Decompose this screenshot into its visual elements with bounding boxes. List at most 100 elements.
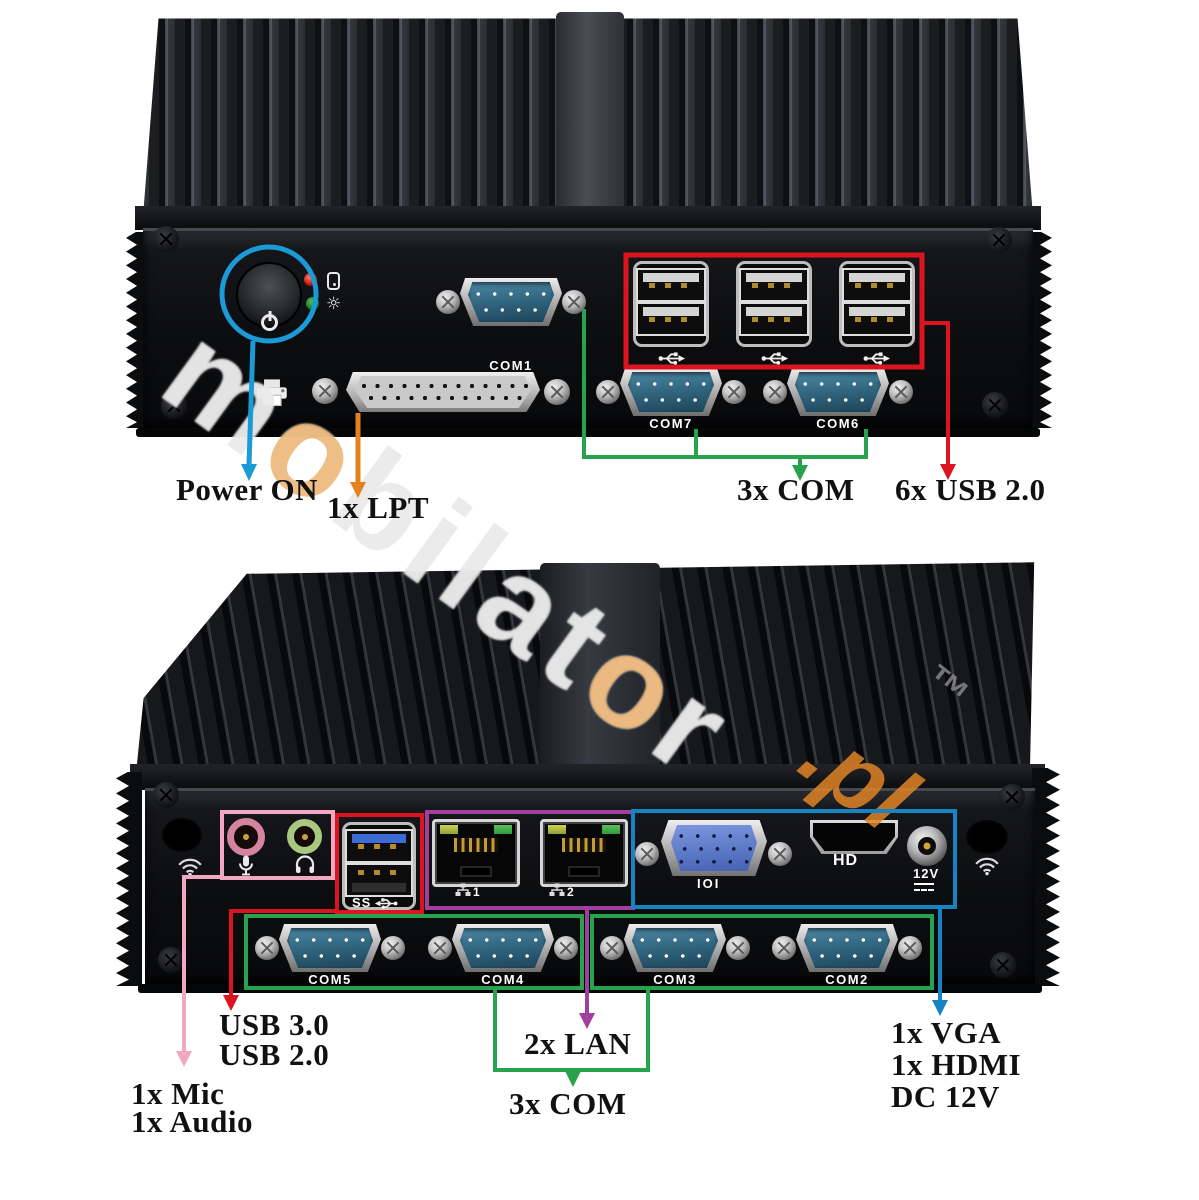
- db9-face: [460, 928, 546, 968]
- screw: [436, 290, 460, 314]
- superspeed-usb-icon: [374, 898, 398, 909]
- audio-arrowhead: [176, 1051, 192, 1067]
- usb-port: [739, 302, 809, 336]
- audio-label: 1x Audio: [131, 1104, 254, 1139]
- bottom-right-fin-edge: [1032, 768, 1060, 986]
- usb-icon: [658, 352, 686, 365]
- bottom-heatsink-center-block: [540, 563, 660, 790]
- headphone-jack: [287, 819, 322, 854]
- usb2-label: USB 2.0: [219, 1037, 330, 1072]
- lpt-label: 1x LPT: [327, 490, 430, 525]
- screw: [544, 379, 570, 405]
- com6-label: COM6: [816, 416, 860, 431]
- screw: [889, 380, 913, 404]
- screw: [726, 936, 750, 960]
- db9-flange: [460, 278, 562, 326]
- com-bottom-arrowhead: [565, 1071, 581, 1087]
- db9-face: [468, 282, 554, 322]
- screw: [381, 936, 405, 960]
- usb-port: [636, 302, 706, 336]
- db9-flange: [279, 924, 381, 972]
- usb2-port: [345, 863, 413, 897]
- screw: [635, 842, 659, 866]
- bottom-heatsink-base: [130, 764, 1045, 790]
- screw: [562, 290, 586, 314]
- db9-face: [628, 372, 714, 412]
- com7-label: COM7: [649, 416, 693, 431]
- power-on-label: Power ON: [176, 472, 319, 507]
- lpt-port: [346, 372, 540, 412]
- com-top-label: 3x COM: [737, 472, 855, 507]
- usb-icon: [761, 352, 789, 365]
- db9-flange: [624, 924, 726, 972]
- vga-port: [661, 820, 767, 876]
- screw: [153, 226, 179, 252]
- screw: [763, 380, 787, 404]
- screw: [161, 393, 187, 419]
- screw: [898, 936, 922, 960]
- video-power-arrowhead: [932, 1000, 948, 1016]
- screw: [596, 380, 620, 404]
- lan-icon: [455, 883, 471, 896]
- vga-face: [671, 825, 757, 871]
- wifi-icon: [178, 858, 202, 877]
- screw: [768, 842, 792, 866]
- vga-label: 1x VGA: [891, 1015, 1002, 1050]
- microphone-icon: [239, 855, 253, 876]
- lpt-face: [355, 376, 531, 408]
- screw: [312, 378, 338, 404]
- hdmi-label: HD: [833, 852, 859, 869]
- power-led: [306, 297, 319, 310]
- com7-port: COM7: [596, 368, 746, 446]
- dc-symbol: [914, 883, 934, 891]
- headphone-icon: [295, 855, 315, 873]
- wifi-icon: [975, 857, 999, 876]
- antenna-hole: [966, 820, 1008, 854]
- dc-label: DC 12V: [891, 1079, 1000, 1114]
- hdd-icon: [327, 272, 340, 290]
- top-heatsink-center-block: [556, 12, 624, 228]
- usb3-port: [345, 829, 413, 863]
- mic-label: 1x Mic: [131, 1076, 225, 1111]
- screw: [158, 947, 184, 973]
- db9-face: [804, 928, 890, 968]
- screw: [722, 380, 746, 404]
- dc-voltage-label: 12V: [913, 866, 940, 881]
- superspeed-label: SS: [352, 895, 372, 910]
- dc-power-jack: [907, 826, 947, 866]
- usb3-label: USB 3.0: [219, 1007, 330, 1042]
- printer-icon: [257, 379, 287, 407]
- db9-flange: [620, 368, 722, 416]
- usb2-stack-3: [839, 261, 915, 347]
- screw: [990, 952, 1016, 978]
- db9-flange: [796, 924, 898, 972]
- usb-port: [842, 302, 912, 336]
- com2-label: COM2: [825, 972, 869, 987]
- usb-port: [842, 268, 912, 302]
- lan1-number: 1: [473, 885, 481, 899]
- usb-port: [636, 268, 706, 302]
- com1-port: COM1: [436, 278, 586, 373]
- lan-port-1: [432, 819, 520, 887]
- bottom-left-fin-edge: [116, 772, 142, 986]
- antenna-hole: [162, 818, 202, 852]
- com5-port: COM5: [255, 924, 405, 1002]
- lan-label: 2x LAN: [524, 1026, 632, 1061]
- lan-icon: [549, 883, 565, 896]
- db9-flange: [452, 924, 554, 972]
- power-lamp-icon: ☼: [326, 294, 342, 314]
- com6-port: COM6: [763, 368, 913, 446]
- usb-icon: [863, 352, 891, 365]
- db9-face: [795, 372, 881, 412]
- com2-port: COM2: [772, 924, 922, 1002]
- screw: [999, 784, 1025, 810]
- screw: [554, 936, 578, 960]
- top-heatsink-base: [135, 206, 1041, 230]
- screw: [428, 936, 452, 960]
- lan-port-2: [540, 819, 628, 887]
- usb-port: [739, 268, 809, 302]
- lan2-number: 2: [567, 885, 575, 899]
- com3-port: COM3: [600, 924, 750, 1002]
- usb-top-label: 6x USB 2.0: [895, 472, 1046, 507]
